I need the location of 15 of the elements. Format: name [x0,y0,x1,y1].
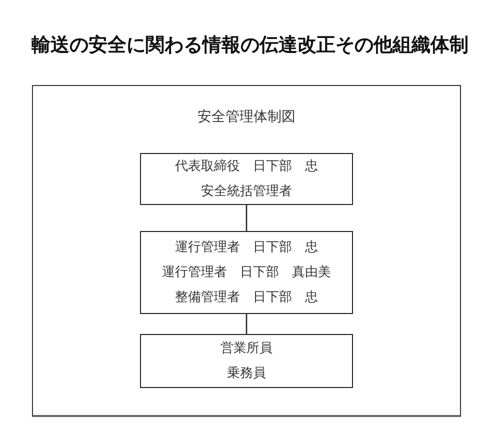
position-text: 整備管理者 日下部 忠 [175,289,318,307]
position-text: 代表取締役 日下部 忠 [175,158,318,176]
org-box [140,334,353,388]
page-title: 輸送の安全に関わる情報の伝達改正その他組織体制 [30,33,470,58]
position-text: 営業所員 [220,340,272,358]
position-text: 安全統括管理者 [201,183,292,201]
position-text: 運行管理者 日下部 忠 [175,239,318,257]
org-box [140,231,353,314]
connector-line [246,314,248,334]
org-box [140,153,353,205]
chart-heading: 安全管理体制図 [198,109,296,125]
outer-frame [32,85,461,417]
position-text: 運行管理者 日下部 真由美 [162,264,331,282]
position-text: 乗務員 [227,365,266,383]
connector-line [246,205,248,231]
